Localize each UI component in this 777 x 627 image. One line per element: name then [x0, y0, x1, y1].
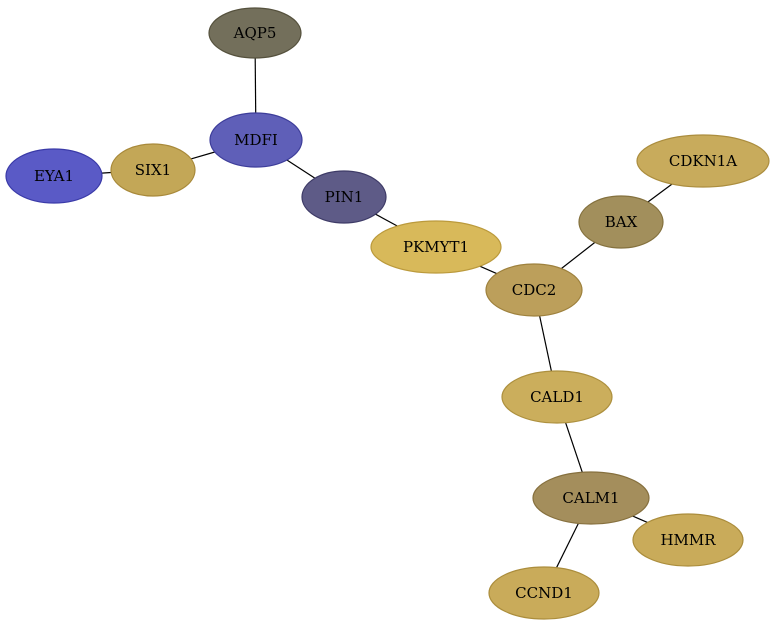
- node-label-calm1: CALM1: [562, 489, 619, 507]
- edge-mdfi-pin1: [286, 159, 316, 179]
- node-bax[interactable]: BAX: [578, 195, 664, 249]
- node-label-cald1: CALD1: [530, 388, 584, 406]
- node-label-aqp5: AQP5: [233, 24, 277, 42]
- edge-calm1-ccnd1: [555, 523, 579, 568]
- node-ellipse-cdkn1a[interactable]: [636, 134, 770, 188]
- edge-mdfi-six1: [190, 151, 215, 160]
- edge-pkmyt1-cdc2: [479, 265, 497, 275]
- edge-layer: [101, 57, 673, 568]
- edge-cald1-calm1: [565, 422, 583, 473]
- node-cdc2[interactable]: CDC2: [485, 263, 583, 317]
- node-calm1[interactable]: CALM1: [532, 471, 650, 525]
- node-ellipse-aqp5[interactable]: [208, 7, 302, 59]
- edge-cdkn1a-bax: [647, 183, 673, 203]
- node-six1[interactable]: SIX1: [110, 143, 196, 197]
- node-ellipse-pin1[interactable]: [301, 170, 387, 224]
- node-ellipse-cald1[interactable]: [501, 370, 613, 424]
- edge-cdc2-cald1: [539, 315, 552, 372]
- node-label-eya1: EYA1: [34, 167, 74, 185]
- node-label-cdkn1a: CDKN1A: [669, 152, 737, 170]
- edge-pin1-pkmyt1: [375, 213, 398, 227]
- node-cdkn1a[interactable]: CDKN1A: [636, 134, 770, 188]
- node-ellipse-ccnd1[interactable]: [488, 566, 600, 620]
- node-ellipse-eya1[interactable]: [5, 148, 103, 204]
- node-ellipse-mdfi[interactable]: [209, 112, 303, 168]
- edge-aqp5-mdfi: [254, 57, 257, 114]
- edge-six1-eya1: [101, 171, 112, 174]
- node-label-bax: BAX: [605, 213, 638, 231]
- node-ellipse-cdc2[interactable]: [485, 263, 583, 317]
- node-cald1[interactable]: CALD1: [501, 370, 613, 424]
- edge-calm1-hmmr: [632, 515, 648, 523]
- node-aqp5[interactable]: AQP5: [208, 7, 302, 59]
- node-label-mdfi: MDFI: [234, 131, 278, 149]
- node-ellipse-bax[interactable]: [578, 195, 664, 249]
- node-eya1[interactable]: EYA1: [5, 148, 103, 204]
- node-label-six1: SIX1: [135, 161, 171, 179]
- node-label-ccnd1: CCND1: [515, 584, 573, 602]
- node-pkmyt1[interactable]: PKMYT1: [370, 220, 502, 274]
- node-mdfi[interactable]: MDFI: [209, 112, 303, 168]
- node-label-pkmyt1: PKMYT1: [403, 238, 469, 256]
- node-label-hmmr: HMMR: [660, 531, 716, 549]
- node-pin1[interactable]: PIN1: [301, 170, 387, 224]
- node-ellipse-pkmyt1[interactable]: [370, 220, 502, 274]
- node-label-pin1: PIN1: [325, 188, 364, 206]
- node-ellipse-calm1[interactable]: [532, 471, 650, 525]
- node-ccnd1[interactable]: CCND1: [488, 566, 600, 620]
- node-ellipse-six1[interactable]: [110, 143, 196, 197]
- node-hmmr[interactable]: HMMR: [632, 513, 744, 567]
- node-label-cdc2: CDC2: [512, 281, 557, 299]
- node-ellipse-hmmr[interactable]: [632, 513, 744, 567]
- edge-bax-cdc2: [560, 241, 596, 270]
